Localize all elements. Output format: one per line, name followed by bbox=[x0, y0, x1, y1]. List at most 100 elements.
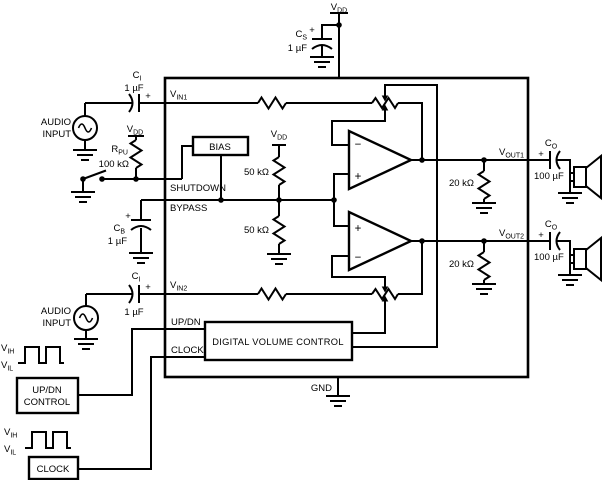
bias-label: BIAS bbox=[209, 142, 231, 153]
ground-cs bbox=[309, 56, 335, 68]
opamp1-noninverting-sign: + bbox=[355, 171, 362, 183]
wires bbox=[78, 12, 574, 470]
ground-audio1 bbox=[72, 149, 98, 161]
wire-50k-divider bbox=[272, 144, 286, 254]
resistor-input-ch1 bbox=[257, 96, 287, 110]
vdd-divider-label: VDD bbox=[271, 129, 287, 142]
ci2-polarity: + bbox=[145, 282, 151, 293]
wire-pot2-feedback bbox=[352, 241, 423, 334]
r50k-top-value: 50 kΩ bbox=[244, 167, 269, 178]
ic-outline bbox=[163, 76, 530, 379]
switch-contact-right bbox=[99, 176, 105, 182]
junction-dots bbox=[80, 22, 487, 244]
clock-vih-label: VIH bbox=[4, 427, 17, 440]
wire-out2 bbox=[411, 240, 574, 275]
ci1-polarity: + bbox=[145, 91, 151, 102]
resistor-input-ch2 bbox=[257, 287, 287, 301]
cb-value: 1 µF bbox=[108, 236, 127, 247]
cs-name: CS bbox=[295, 29, 307, 42]
waveform-clock bbox=[24, 431, 72, 449]
vdd-pullup-label: VDD bbox=[127, 124, 143, 137]
audio2-label-line2: INPUT bbox=[43, 318, 72, 329]
updn-control-label-line2: CONTROL bbox=[24, 397, 70, 408]
ci1-name: CI bbox=[133, 70, 142, 83]
potentiometer-ch1 bbox=[371, 92, 399, 114]
audio1-label-line2: INPUT bbox=[43, 129, 72, 140]
ci2-name: CI bbox=[132, 271, 141, 284]
pin-vout2: VOUT2 bbox=[499, 228, 524, 241]
speaker-ch1 bbox=[573, 155, 602, 199]
potentiometer-ch2 bbox=[371, 283, 399, 305]
resistor-50k-bottom bbox=[272, 215, 286, 245]
pin-clock: CLOCK bbox=[171, 345, 204, 356]
rpu-value: 100 kΩ bbox=[99, 159, 129, 170]
pin-vin1: VIN1 bbox=[170, 89, 187, 102]
co2-name: CO bbox=[545, 219, 558, 232]
pin-gnd: GND bbox=[311, 383, 332, 394]
ground-speaker1 bbox=[557, 192, 583, 204]
opamp-ch1 bbox=[347, 129, 414, 191]
wire-bias bbox=[181, 145, 222, 200]
switch-contact-left bbox=[80, 176, 86, 182]
r20k-ch2-value: 20 kΩ bbox=[449, 259, 474, 270]
speaker-ch2 bbox=[573, 237, 602, 281]
wire-updn bbox=[78, 328, 205, 396]
ground-20k-ch2 bbox=[471, 283, 497, 295]
bias-block bbox=[191, 135, 250, 157]
wire-out1 bbox=[411, 159, 574, 193]
co1-value: 100 µF bbox=[534, 171, 564, 182]
audio2-label-line1: AUDIO bbox=[41, 306, 71, 317]
cs-value: 1 µF bbox=[288, 43, 307, 54]
ground-50k bbox=[266, 253, 292, 265]
opamp2-noninverting-sign: + bbox=[355, 223, 362, 235]
pin-vin2: VIN2 bbox=[170, 280, 187, 293]
updn-vil-label: VIL bbox=[1, 360, 13, 373]
wire-vin2 bbox=[85, 293, 372, 339]
wire-bypass bbox=[140, 199, 334, 253]
updn-control-label-line1: UP/DN bbox=[32, 385, 62, 396]
wire-op1-inputs bbox=[331, 113, 386, 200]
cb-name: CB bbox=[113, 223, 125, 236]
pin-updn: UP/DN bbox=[171, 317, 201, 328]
co1-name: CO bbox=[545, 138, 558, 151]
resistor-20k-ch2 bbox=[477, 251, 491, 281]
audio-source-ch2 bbox=[73, 305, 99, 331]
clock-block bbox=[27, 455, 80, 480]
co1-polarity: + bbox=[538, 149, 544, 160]
ground-cb bbox=[128, 252, 154, 264]
digital-volume-control-block bbox=[203, 320, 354, 362]
co2-value: 100 µF bbox=[534, 252, 564, 263]
ground-20k-ch1 bbox=[471, 202, 497, 214]
wire-op2-inputs bbox=[331, 200, 386, 284]
digital-volume-control-label: DIGITAL VOLUME CONTROL bbox=[212, 337, 344, 347]
opamp-ch2 bbox=[347, 210, 414, 272]
updn-vih-label: VIH bbox=[1, 343, 14, 356]
components bbox=[17, 38, 602, 449]
wire-vin1 bbox=[84, 102, 372, 150]
rpu-name: RPU bbox=[111, 144, 128, 157]
wire-pot1-feedback bbox=[352, 84, 438, 348]
opamp1-inverting-sign: − bbox=[355, 139, 362, 151]
audio1-label-line1: AUDIO bbox=[41, 117, 71, 128]
cb-polarity: + bbox=[125, 211, 131, 222]
waveform-updn bbox=[17, 346, 65, 364]
resistor-rpu bbox=[129, 139, 143, 169]
ground-switch bbox=[70, 191, 96, 203]
resistor-50k-top bbox=[272, 156, 286, 186]
clock-vil-label: VIL bbox=[4, 444, 16, 457]
opamp2-inverting-sign: − bbox=[355, 252, 362, 264]
ground-speaker2 bbox=[557, 274, 583, 286]
vdd-main-label: VDD bbox=[331, 2, 347, 15]
pin-shutdown: SHUTDOWN bbox=[170, 183, 226, 194]
resistor-20k-ch1 bbox=[477, 170, 491, 200]
wire-vdd-rail bbox=[321, 12, 348, 78]
wire-rpu-and-switch bbox=[82, 135, 182, 192]
cs-polarity: + bbox=[309, 25, 315, 36]
clock-box-label: CLOCK bbox=[37, 464, 70, 475]
r50k-bottom-value: 50 kΩ bbox=[244, 225, 269, 236]
updn-control-block bbox=[15, 376, 80, 415]
pin-vout1: VOUT1 bbox=[499, 147, 524, 160]
ground-ic bbox=[325, 395, 351, 407]
